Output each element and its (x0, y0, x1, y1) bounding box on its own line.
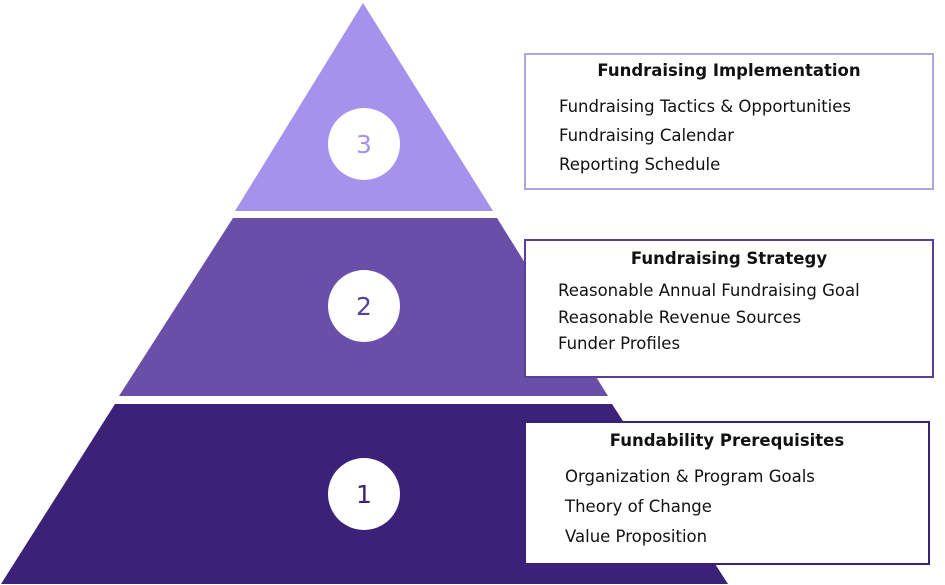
list-item: Organization & Program Goals (565, 467, 815, 486)
list-item: Value Proposition (565, 527, 708, 546)
list-item: Reasonable Annual Fundraising Goal (558, 281, 860, 300)
tier-3-panel: Fundraising Implementation Fundraising T… (524, 53, 934, 190)
tier-1-number: 1 (356, 479, 372, 509)
list-item: Funder Profiles (558, 334, 681, 353)
list-item: Reporting Schedule (559, 155, 721, 174)
tier-3-number: 3 (356, 129, 372, 159)
pyramid-tier-3 (235, 3, 493, 211)
list-item: Fundraising Tactics & Opportunities (559, 97, 852, 116)
tier-2-panel: Fundraising Strategy Reasonable Annual F… (524, 239, 934, 378)
tier-1-panel: Fundability Prerequisites Organization &… (524, 421, 930, 565)
tier-1-badge: 1 (328, 458, 400, 530)
tier-3-list: Fundraising Tactics & Opportunities Fund… (559, 92, 932, 179)
tier-2-badge: 2 (328, 270, 400, 342)
list-item: Fundraising Calendar (559, 126, 735, 145)
tier-2-list: Reasonable Annual Fundraising Goal Reaso… (558, 278, 932, 358)
tier-1-title: Fundability Prerequisites (609, 431, 845, 450)
list-item: Reasonable Revenue Sources (558, 307, 802, 327)
tier-3-badge: 3 (328, 108, 400, 180)
tier-2-number: 2 (356, 291, 372, 321)
tier-2-title: Fundraising Strategy (630, 249, 828, 268)
tier-3-title: Fundraising Implementation (597, 61, 861, 80)
tier-1-list: Organization & Program Goals Theory of C… (565, 462, 928, 552)
list-item: Theory of Change (565, 497, 712, 516)
